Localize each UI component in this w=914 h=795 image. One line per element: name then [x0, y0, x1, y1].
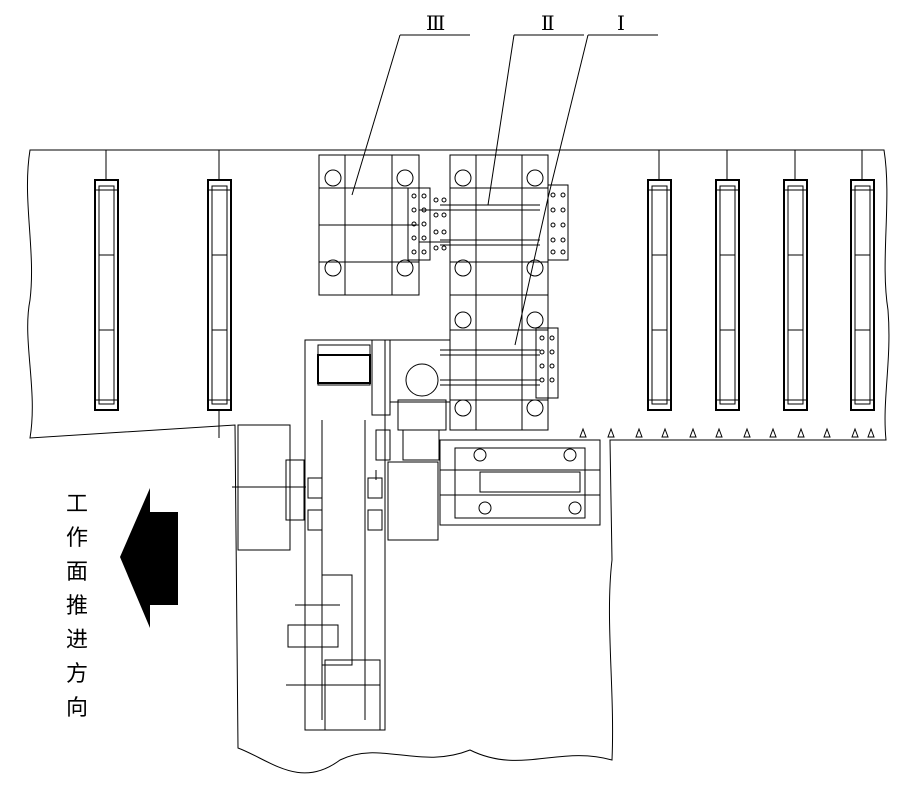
direction-char: 方: [65, 662, 88, 687]
working-face-outline: [26, 149, 890, 774]
callout-label-2: Ⅱ: [541, 11, 555, 35]
callout-leaders: [351, 34, 658, 346]
direction-char: 推: [65, 594, 88, 619]
support-column-right-2: [715, 150, 740, 411]
support-columns: [94, 150, 875, 438]
support-column-right-4: [850, 150, 875, 411]
direction-char: 向: [65, 696, 88, 721]
support-units-1-2: [433, 154, 569, 431]
callout-label-1: Ⅰ: [617, 11, 625, 35]
support-column-right-3: [783, 150, 808, 411]
support-column-left-2: [207, 150, 232, 438]
callout-label-3: Ⅲ: [426, 11, 445, 35]
shearer-machine: [232, 339, 391, 731]
face-teeth: [579, 427, 875, 438]
direction-arrow-icon: [120, 488, 178, 628]
transfer-machine: [387, 339, 601, 541]
support-unit-3: [318, 154, 450, 296]
direction-char: 进: [65, 628, 88, 653]
direction-char: 面: [65, 560, 88, 585]
direction-char: 作: [65, 526, 88, 551]
advance-direction-label: 工作面推进方向: [62, 488, 92, 726]
support-column-right-1: [647, 150, 672, 411]
support-column-left-1: [94, 150, 119, 411]
direction-char: 工: [65, 492, 88, 517]
